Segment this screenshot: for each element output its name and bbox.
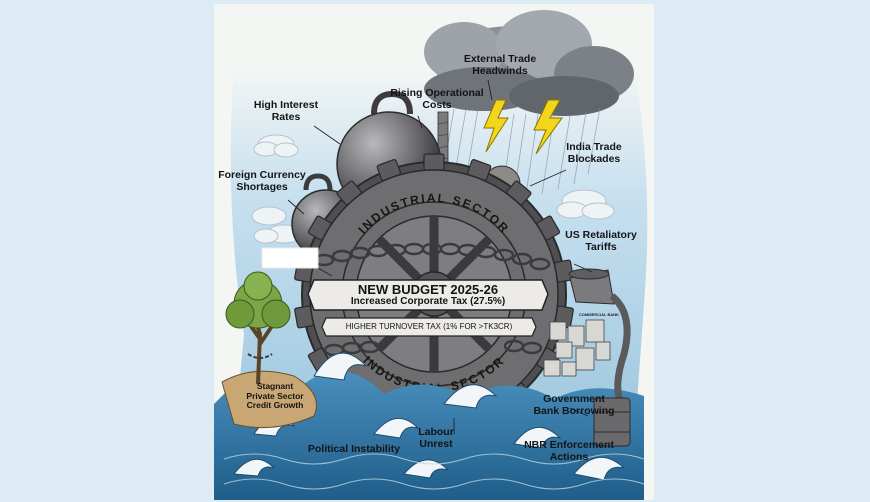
budget-banner-shape: [307, 279, 549, 311]
label-stagnant-credit-growth: Stagnant Private Sector Credit Growth: [246, 381, 304, 410]
sea-water: [214, 371, 644, 500]
turnover-banner-shape: [321, 317, 537, 337]
lightning-bolt-left: [483, 99, 509, 153]
money-barrel: [593, 397, 631, 447]
wave-lines: [223, 453, 645, 490]
bank-buildings: [543, 319, 611, 377]
tree: [225, 271, 291, 385]
chain-around-tree: [247, 353, 273, 359]
label-rising-operational-costs: Rising Operational Costs: [390, 87, 484, 111]
budget-banner-subtitle: Increased Corporate Tax (27.5%): [350, 296, 506, 307]
storm-cloud: [424, 10, 634, 116]
blank-callout-box: [261, 247, 319, 269]
label-india-trade-blockades: India Trade Blockades: [566, 141, 622, 165]
cloud-right: [556, 189, 615, 220]
cloud-left-1: [253, 134, 299, 158]
illustration-artwork: INDUSTRIAL SECTOR INDUSTRIAL SECTOR: [214, 10, 648, 500]
wave-crests: [233, 352, 625, 481]
budget-banner-title: NEW BUDGET 2025-26: [357, 282, 499, 297]
leader-lines: [287, 79, 593, 434]
funnel-bucket: [568, 268, 631, 402]
label-government-bank-borrowing: Government Bank Borrowing: [533, 393, 615, 417]
label-nbr-enforcement-actions: NBR Enforcement Actions: [524, 439, 614, 463]
label-us-retaliatory-tariffs: US Retaliatory Tariffs: [565, 229, 637, 253]
label-political-instability: Political Instability: [307, 443, 401, 455]
bank-sign: COMMERCIAL BANK: [579, 312, 619, 317]
label-labour-unrest: Labour Unrest: [418, 426, 454, 450]
label-external-trade-headwinds: External Trade Headwinds: [463, 53, 537, 77]
lightning-bolt-right: [533, 99, 563, 155]
turnover-tax-banner: HIGHER TURNOVER TAX (1% FOR >TK3CR): [345, 322, 513, 331]
label-high-interest-rates: High Interest Rates: [253, 99, 319, 123]
label-foreign-currency-shortages: Foreign Currency Shortages: [218, 169, 306, 193]
illustration-frame: INDUSTRIAL SECTOR INDUSTRIAL SECTOR: [214, 4, 654, 500]
